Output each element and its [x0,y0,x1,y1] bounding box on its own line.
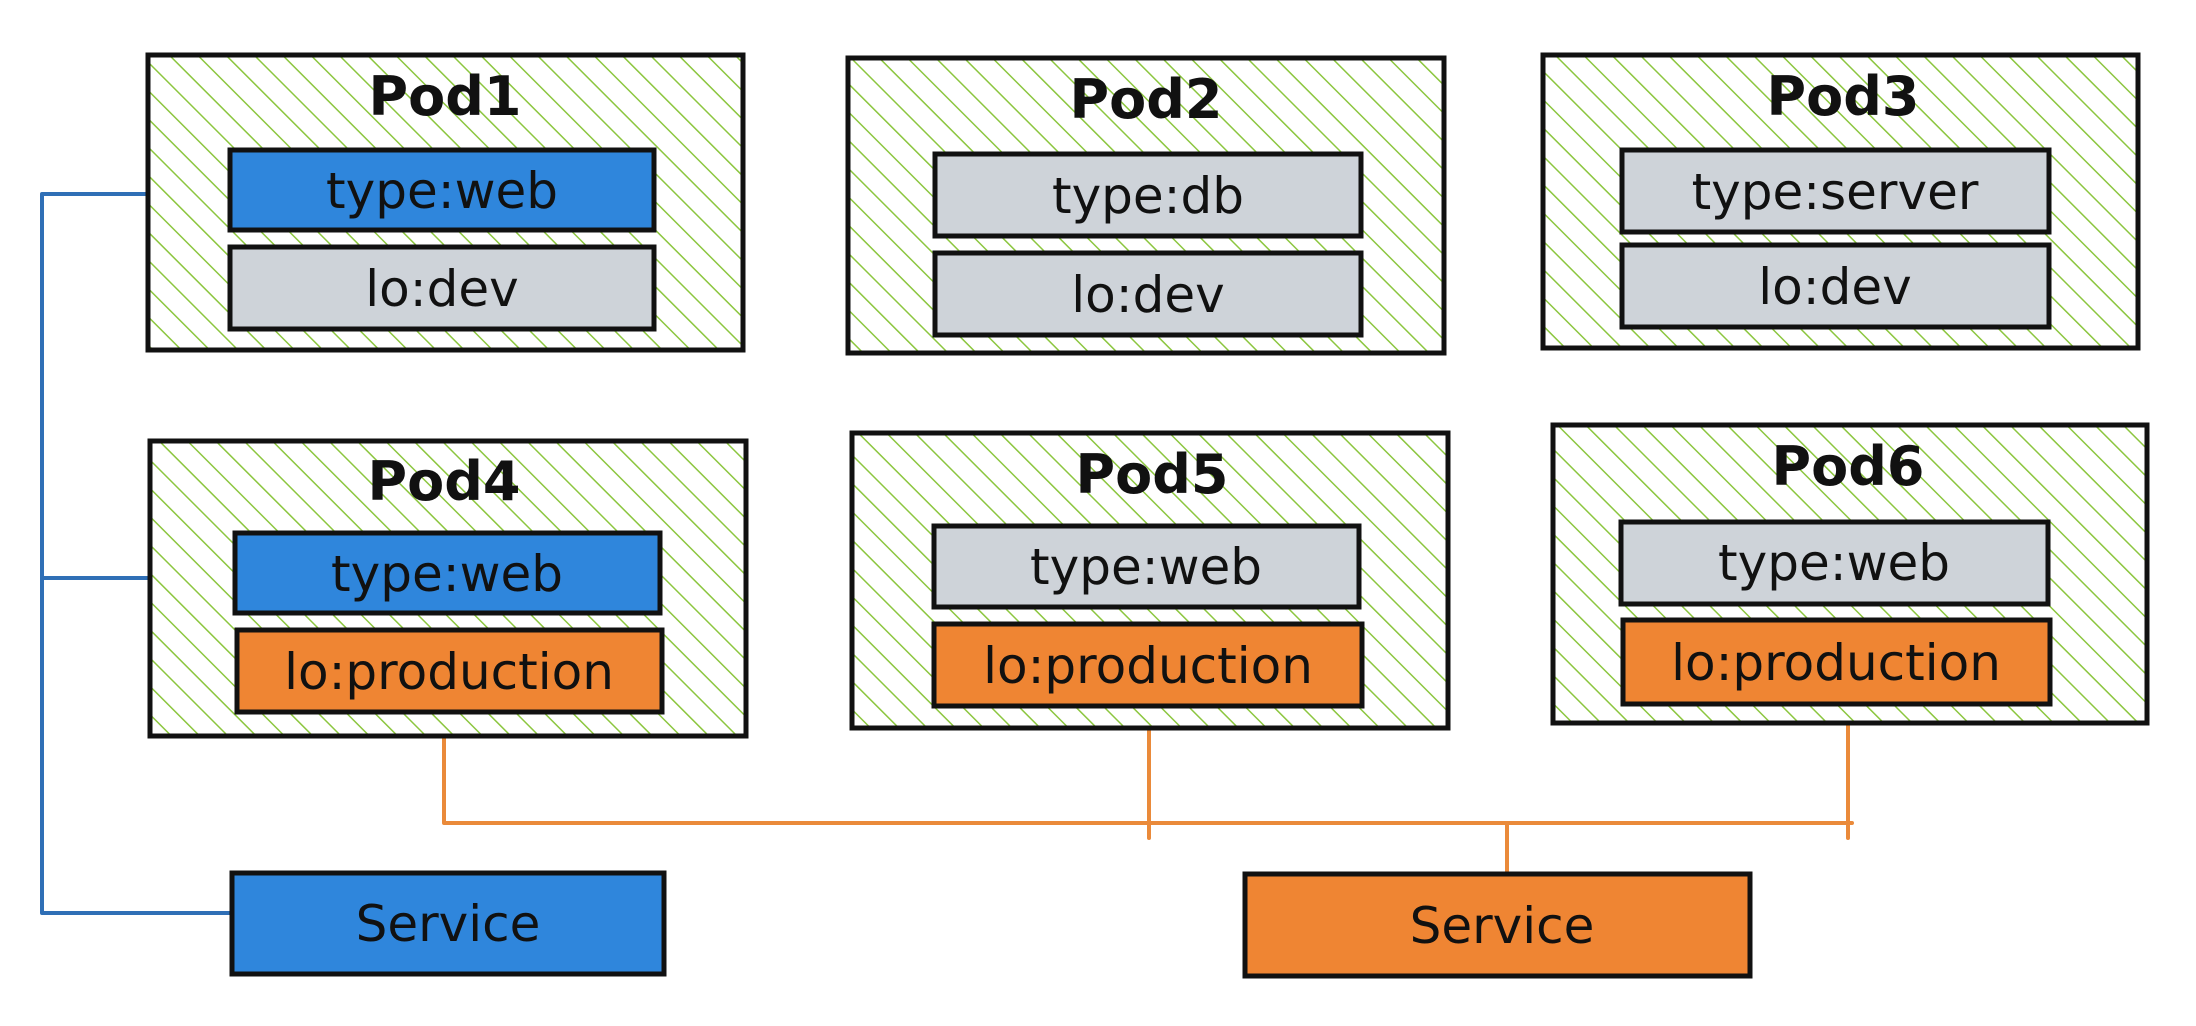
service-web: Service [229,870,667,977]
pod-title: Pod6 [1772,435,1925,498]
label-text: type:web [326,162,558,220]
label-box [227,147,657,233]
pod-2: Pod2 type:db lo:dev [845,55,1447,356]
pod-4: Pod4 type:web lo:production [147,438,749,739]
label-text: lo:production [1671,634,2001,692]
label-box [1619,147,2052,235]
label-text: lo:dev [1758,258,1911,316]
label-text: lo:production [983,637,1313,695]
pod-title: Pod1 [369,65,522,128]
label-box [932,151,1364,239]
pod-3: Pod3 type:server lo:dev [1540,52,2141,351]
service-label: Service [356,895,541,953]
label-text: type:server [1692,163,1979,221]
pod-5: Pod5 type:web lo:production [849,430,1451,731]
label-text: lo:production [284,643,614,701]
label-box [932,250,1364,338]
label-box [227,244,657,332]
label-box [1620,617,2053,707]
label-box [232,530,663,616]
pod-title: Pod4 [368,450,521,513]
pod-title: Pod2 [1070,68,1223,131]
pod-title: Pod5 [1076,443,1229,506]
service-box [229,870,667,977]
label-text: type:web [1030,538,1262,596]
pod-6: Pod6 type:web lo:production [1550,422,2150,726]
label-box [931,523,1362,610]
service-box [1242,871,1753,979]
label-text: lo:dev [365,260,518,318]
label-text: lo:dev [1071,266,1224,324]
service-production: Service [1242,871,1753,979]
service-label: Service [1410,897,1595,955]
label-text: type:web [1718,534,1950,592]
label-text: type:web [331,545,563,603]
label-box [931,621,1365,709]
label-box [1618,519,2051,607]
label-text: type:db [1052,167,1244,225]
pod-1: Pod1 type:web lo:dev [145,52,746,353]
label-box [234,627,665,715]
pod-title: Pod3 [1767,65,1920,128]
label-box [1619,242,2052,330]
